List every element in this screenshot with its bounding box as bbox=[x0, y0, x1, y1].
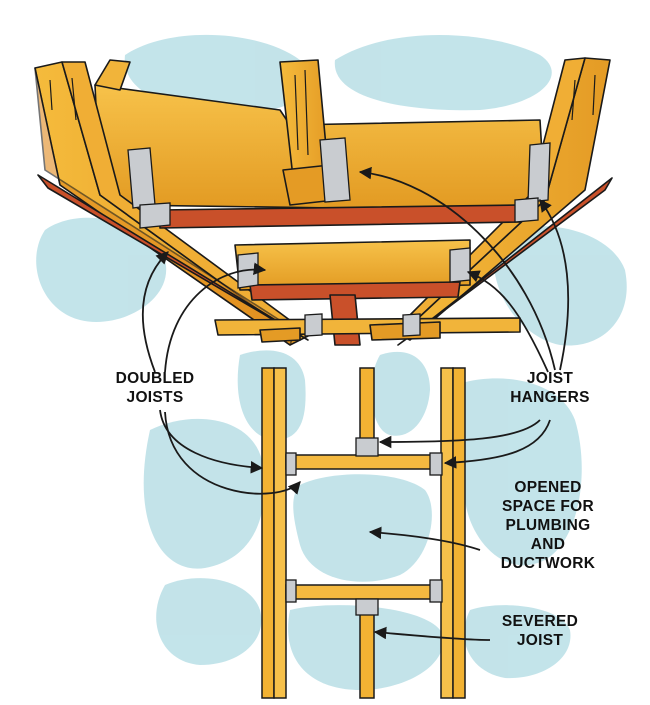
plan-severed-joist-segment bbox=[359, 609, 375, 699]
label-opened-space-line-1: OPENED bbox=[514, 479, 582, 496]
arrow-doubled-joists-top-left bbox=[141, 251, 169, 373]
label-joist-hangers: JOIST HANGERS bbox=[500, 369, 600, 407]
plan-joist-hangers bbox=[285, 437, 443, 616]
label-opened-space-line-5: DUCTWORK bbox=[500, 555, 596, 572]
label-doubled-joists-line-2: JOISTS bbox=[126, 389, 184, 406]
label-severed-joist-line-1: SEVERED bbox=[501, 613, 579, 630]
label-severed-joist: SEVERED JOIST bbox=[490, 612, 590, 650]
arrow-doubled-joists-plan-2 bbox=[164, 411, 301, 495]
arrow-joist-hangers-2 bbox=[539, 198, 570, 371]
label-doubled-joists: DOUBLED JOISTS bbox=[100, 369, 210, 407]
arrow-doubled-joists-plan-1 bbox=[159, 409, 264, 474]
plan-framing bbox=[261, 367, 466, 699]
label-opened-space-line-3: PLUMBING bbox=[505, 517, 591, 534]
plan-left-doubled-joist-b bbox=[273, 367, 287, 699]
plan-lower-header bbox=[285, 584, 442, 600]
arrow-opened-space bbox=[368, 526, 481, 551]
label-opened-space: OPENED SPACE FOR PLUMBING AND DUCTWORK bbox=[478, 478, 618, 573]
arrow-joist-hangers-3 bbox=[466, 270, 549, 373]
label-opened-space-line-4: AND bbox=[530, 536, 566, 553]
arrow-joist-hangers-5 bbox=[443, 419, 551, 469]
label-opened-space-line-2: SPACE FOR bbox=[502, 498, 594, 515]
arrow-doubled-joists-top-center bbox=[164, 262, 267, 373]
label-joist-hangers-line-2: HANGERS bbox=[510, 389, 590, 406]
arrow-joist-hangers-4 bbox=[378, 419, 541, 449]
callout-arrows bbox=[141, 166, 570, 641]
label-joist-hangers-line-1: JOIST bbox=[526, 370, 574, 387]
arrow-severed-joist bbox=[373, 626, 491, 641]
watercolor-wash bbox=[36, 34, 627, 690]
plan-right-doubled-joist-a bbox=[440, 367, 454, 699]
plan-left-doubled-joist-a bbox=[261, 367, 275, 699]
label-doubled-joists-line-1: DOUBLED bbox=[115, 370, 195, 387]
plan-right-doubled-joist-b bbox=[452, 367, 466, 699]
wood-grain-marks bbox=[49, 69, 596, 156]
plan-upper-header bbox=[285, 454, 442, 470]
arrow-joist-hangers-1 bbox=[358, 166, 556, 371]
label-severed-joist-line-2: JOIST bbox=[516, 632, 564, 649]
